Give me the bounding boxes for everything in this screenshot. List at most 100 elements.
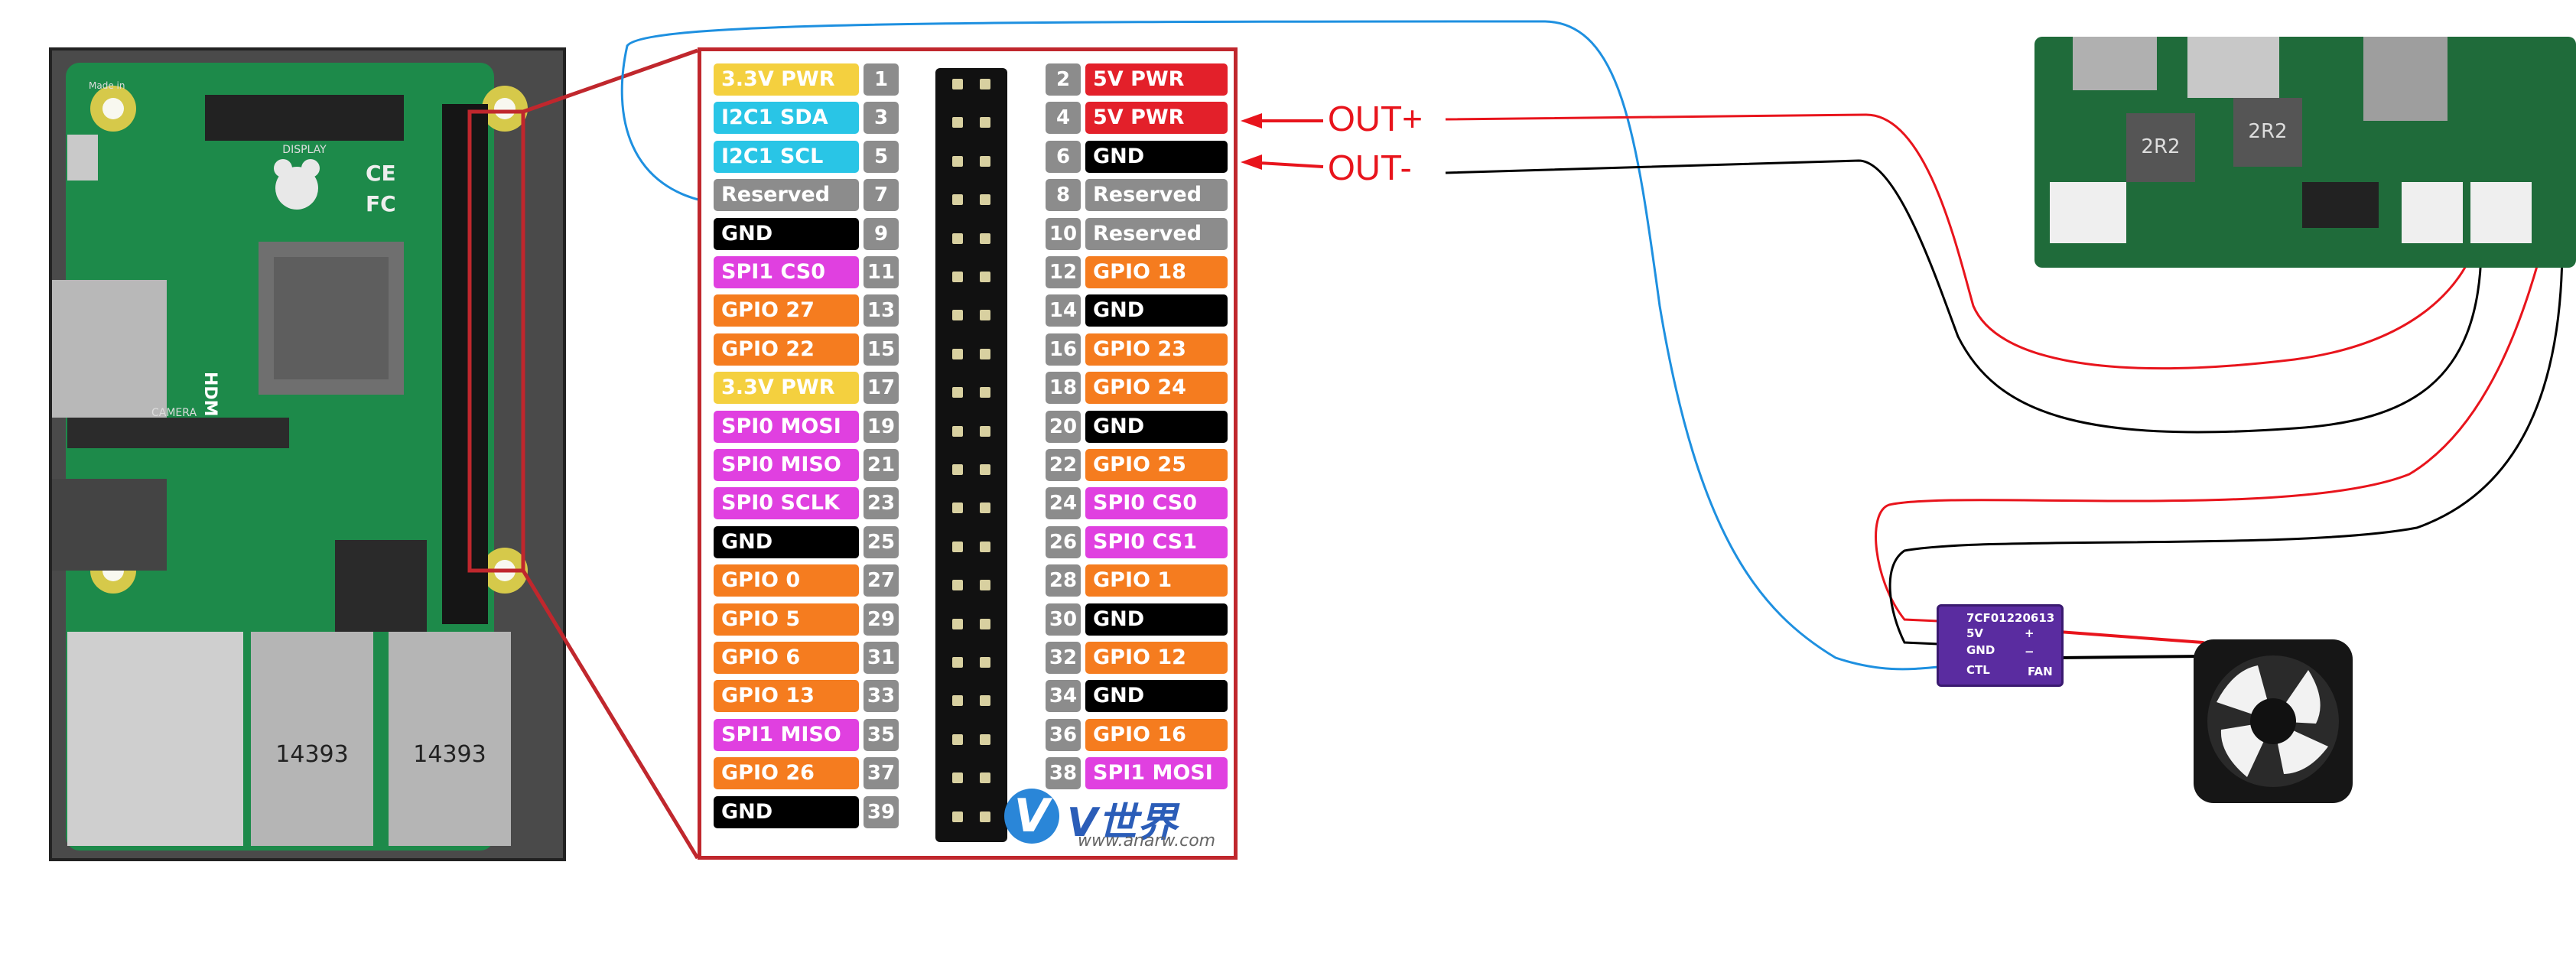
header-pin bbox=[952, 618, 963, 629]
pin-label-16: GPIO 23 bbox=[1085, 333, 1228, 366]
pin-label-28: GPIO 1 bbox=[1085, 564, 1228, 597]
pin-number-27: 27 bbox=[864, 564, 899, 597]
header-pin bbox=[980, 79, 990, 89]
header-pin bbox=[980, 464, 990, 475]
pin-number-22: 22 bbox=[1046, 449, 1081, 481]
header-pin bbox=[980, 811, 990, 822]
pin-number-24: 24 bbox=[1046, 487, 1081, 520]
header-pin bbox=[980, 772, 990, 784]
pin-label-19: SPI0 MOSI bbox=[714, 410, 859, 443]
pin-number-28: 28 bbox=[1046, 564, 1081, 597]
callout-line-bottom bbox=[521, 569, 700, 860]
pin-number-15: 15 bbox=[864, 333, 899, 366]
pin-number-26: 26 bbox=[1046, 525, 1081, 558]
usb-label-1: 14393 bbox=[275, 741, 348, 768]
module-code: 7CF01220613 bbox=[1966, 611, 2055, 625]
pin-number-23: 23 bbox=[864, 487, 899, 520]
pin-number-14: 14 bbox=[1046, 294, 1081, 327]
pin-number-11: 11 bbox=[864, 256, 899, 288]
header-pin bbox=[980, 233, 990, 244]
module-fan-label: FAN bbox=[2028, 665, 2053, 678]
module-pin-ctl: CTL bbox=[1966, 663, 1990, 677]
header-pin bbox=[980, 503, 990, 514]
pin-label-4: 5V PWR bbox=[1085, 102, 1228, 135]
fan-controller-module: 7CF01220613 5V GND CTL + − FAN bbox=[1937, 604, 2064, 687]
pin-number-33: 33 bbox=[864, 680, 899, 713]
header-pin bbox=[980, 580, 990, 591]
pin-label-33: GPIO 13 bbox=[714, 680, 859, 713]
header-pin bbox=[952, 387, 963, 398]
pin-label-29: GPIO 5 bbox=[714, 603, 859, 636]
header-pin bbox=[980, 310, 990, 321]
pin-number-21: 21 bbox=[864, 449, 899, 481]
pin-label-31: GPIO 6 bbox=[714, 642, 859, 674]
pin-label-3: I2C1 SDA bbox=[714, 102, 859, 135]
power-board-drawing: 2R2 2R2 bbox=[2050, 37, 2532, 243]
pin-label-15: GPIO 22 bbox=[714, 333, 859, 366]
pin-number-25: 25 bbox=[864, 525, 899, 558]
pin-label-2: 5V PWR bbox=[1085, 63, 1228, 96]
header-pin bbox=[952, 194, 963, 206]
pin-number-1: 1 bbox=[864, 63, 899, 96]
pin-number-29: 29 bbox=[864, 603, 899, 636]
watermark: V V世界 www.anarw.com bbox=[1004, 785, 1234, 851]
pin-number-2: 2 bbox=[1046, 63, 1081, 96]
header-pin bbox=[952, 233, 963, 244]
pin-label-23: SPI0 SCLK bbox=[714, 487, 859, 520]
chip-label-1: 2R2 bbox=[2141, 135, 2180, 158]
out-minus-wire bbox=[1445, 159, 2483, 434]
pin-number-5: 5 bbox=[864, 140, 899, 173]
out-plus-wire bbox=[1445, 113, 2480, 370]
pin-number-9: 9 bbox=[864, 217, 899, 250]
pin-label-35: SPI1 MISO bbox=[714, 718, 859, 751]
pin-label-24: SPI0 CS0 bbox=[1085, 487, 1228, 520]
silk-camera: CAMERA bbox=[151, 407, 197, 419]
header-pin bbox=[980, 695, 990, 707]
header-pin bbox=[952, 117, 963, 128]
header-pin bbox=[980, 541, 990, 552]
cooling-fan bbox=[2194, 639, 2353, 803]
header-pin bbox=[952, 79, 963, 89]
pin-number-32: 32 bbox=[1046, 642, 1081, 674]
pin-label-18: GPIO 24 bbox=[1085, 372, 1228, 405]
header-pin bbox=[952, 348, 963, 359]
header-pin bbox=[952, 272, 963, 282]
pin-label-26: SPI0 CS1 bbox=[1085, 525, 1228, 558]
pin-label-39: GND bbox=[714, 795, 859, 828]
vin-wire bbox=[1875, 229, 2548, 623]
pin-label-37: GPIO 26 bbox=[714, 757, 859, 790]
header-pin bbox=[980, 425, 990, 437]
pin-number-37: 37 bbox=[864, 757, 899, 790]
pin-number-19: 19 bbox=[864, 410, 899, 443]
pin-number-20: 20 bbox=[1046, 410, 1081, 443]
header-pin bbox=[952, 541, 963, 552]
pin-number-38: 38 bbox=[1046, 757, 1081, 790]
pin-number-8: 8 bbox=[1046, 179, 1081, 212]
watermark-url: www.anarw.com bbox=[1078, 831, 1216, 851]
pin-label-1: 3.3V PWR bbox=[714, 63, 859, 96]
pin-label-7: Reserved bbox=[714, 179, 859, 212]
header-pin bbox=[952, 772, 963, 784]
header-pin bbox=[952, 811, 963, 822]
ctl-wire bbox=[620, 20, 1939, 671]
callout-line-top bbox=[522, 48, 698, 114]
silk-hdmi: HDMI bbox=[200, 372, 220, 423]
pin-label-5: I2C1 SCL bbox=[714, 140, 859, 173]
header-pin bbox=[980, 348, 990, 359]
pin-number-6: 6 bbox=[1046, 140, 1081, 173]
module-pin-5v: 5V bbox=[1966, 626, 1984, 640]
out-plus-label: OUT+ bbox=[1328, 99, 1423, 138]
pin-label-27: GPIO 0 bbox=[714, 564, 859, 597]
raspberry-pi-photo: DISPLAY Made in CE FC HDMI CAMERA 14393 bbox=[49, 47, 566, 861]
module-pin-gnd: GND bbox=[1966, 643, 1995, 657]
pin-number-13: 13 bbox=[864, 294, 899, 327]
header-pin bbox=[980, 387, 990, 398]
header-pin bbox=[952, 503, 963, 514]
header-pin bbox=[952, 580, 963, 591]
gpio-header-strip bbox=[935, 68, 1007, 842]
pin-label-20: GND bbox=[1085, 410, 1228, 443]
raspberry-pi-board-drawing: DISPLAY Made in CE FC HDMI CAMERA 14393 bbox=[52, 50, 563, 858]
out-minus-label: OUT- bbox=[1328, 148, 1412, 187]
pin-number-7: 7 bbox=[864, 179, 899, 212]
